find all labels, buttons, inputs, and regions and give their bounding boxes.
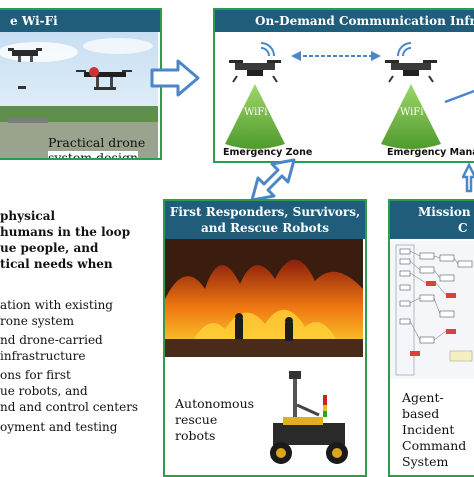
wifi-icon	[260, 42, 275, 57]
panel-drone-caption-1: Practical drone	[48, 135, 146, 150]
agent-caption-5: System	[402, 454, 449, 469]
left-line-3: nd drone-carried	[0, 333, 103, 347]
left-line-8: oyment and testing	[0, 420, 118, 434]
left-line-5: ons for first	[0, 368, 71, 382]
panel-mission-control: Mission C C	[388, 199, 474, 477]
wifi-icon	[397, 42, 412, 57]
link-arrow-icon	[291, 51, 381, 61]
left-line-1: ation with existing	[0, 298, 113, 312]
left-line-2: rone system	[0, 314, 75, 328]
panel-communication-infrastructure: On-Demand Communication Infrastru	[213, 8, 474, 163]
panel-communication-header: On-Demand Communication Infrastru	[215, 10, 474, 32]
robot-caption-3: robots	[175, 428, 216, 443]
drone-field-photo	[0, 32, 158, 158]
left-bold-line-2: humans in the loop	[0, 225, 131, 239]
drone-icon	[18, 86, 26, 89]
panel-mission-header-2: C	[458, 221, 468, 235]
panel-drone-wifi-header: e Wi-Fi	[0, 10, 160, 32]
panel-responders-header-2: and Rescue Robots	[201, 221, 329, 235]
drone-icon	[229, 60, 281, 83]
agent-caption-2: based	[402, 406, 440, 421]
left-bold-line-4: tical needs when	[0, 257, 113, 271]
agent-caption-1: Agent-	[402, 390, 444, 405]
drone-icon	[76, 67, 132, 90]
panel-drone-wifi: e Wi-Fi	[0, 8, 162, 160]
arrow-icon	[444, 89, 474, 104]
panel-first-responders: First Responders, Survivors, and Rescue …	[163, 199, 367, 477]
wifi-coverage-cone	[381, 84, 441, 149]
drone-icon	[385, 60, 437, 83]
double-arrow-icon	[250, 158, 296, 202]
drone-icon	[8, 48, 42, 62]
panel-responders-header: First Responders, Survivors, and Rescue …	[165, 201, 365, 239]
robot-caption-2: rescue	[175, 412, 218, 427]
arrow-right-icon	[150, 59, 200, 97]
left-bold-line-1: physical	[0, 209, 56, 223]
fire-photo	[165, 239, 363, 357]
flowchart-diagram	[390, 241, 474, 379]
left-bold-line-3: ue people, and	[0, 241, 99, 255]
agent-caption-4: Command	[402, 438, 467, 453]
robot-caption-1: Autonomous	[175, 396, 255, 411]
emergency-management-label: Emergency Manag	[387, 147, 474, 158]
wifi-coverage-cone	[225, 84, 285, 149]
emergency-zone-label: Emergency Zone	[223, 147, 313, 158]
left-line-4: infrastructure	[0, 349, 86, 363]
wifi-label-2: WiFi	[400, 107, 424, 118]
drone-wifi-diagram	[225, 42, 474, 149]
panel-responders-header-1: First Responders, Survivors,	[169, 205, 361, 219]
panel-mission-header-1: Mission C	[418, 205, 474, 219]
left-line-6: ue robots, and	[0, 384, 88, 398]
panel-mission-header: Mission C C	[390, 201, 474, 239]
panel-drone-caption-2: system design	[48, 151, 139, 158]
robot-icon	[270, 371, 348, 464]
wifi-label-1: WiFi	[244, 107, 268, 118]
agent-caption-3: Incident	[402, 422, 455, 437]
left-line-7: nd and control centers	[0, 400, 139, 414]
arrow-up-icon	[462, 163, 474, 193]
